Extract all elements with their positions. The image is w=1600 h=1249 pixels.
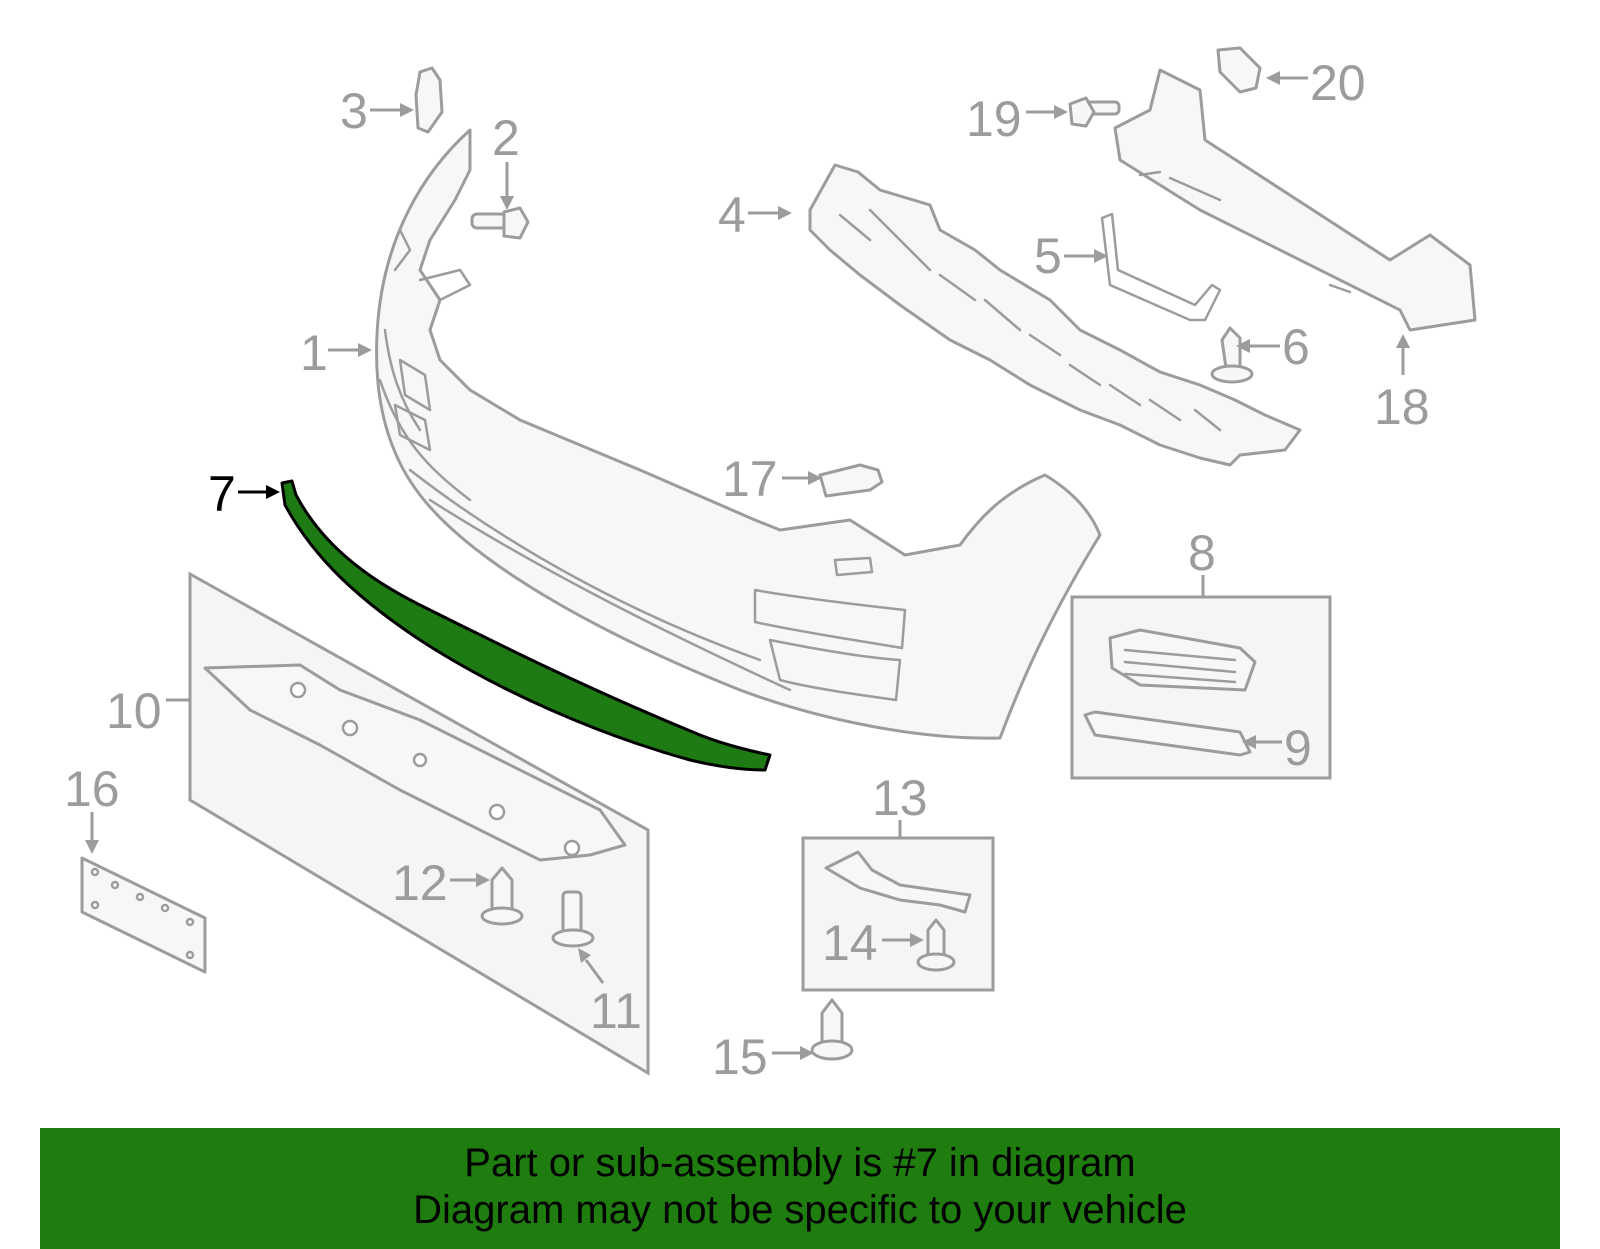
callout-11: 11 <box>590 983 642 1039</box>
callout-6: 6 <box>1282 319 1310 375</box>
info-banner: Part or sub-assembly is #7 in diagram Di… <box>40 1128 1560 1249</box>
banner-line-1: Part or sub-assembly is #7 in diagram <box>464 1141 1136 1185</box>
part-1-bumper-cover <box>375 128 1102 740</box>
part-17-cap <box>818 463 884 498</box>
callout-8: 8 <box>1188 525 1216 581</box>
part-16-plate-bracket <box>80 856 207 974</box>
part-4-absorber <box>808 163 1302 467</box>
callout-5: 5 <box>1034 228 1062 284</box>
callout-16: 16 <box>64 761 120 817</box>
part-5-bracket <box>1100 212 1222 322</box>
callout-18: 18 <box>1374 379 1430 435</box>
part-13-14-box <box>801 836 995 992</box>
callout-15: 15 <box>712 1029 768 1085</box>
callout-10: 10 <box>106 683 162 739</box>
part-11-pin <box>551 890 595 948</box>
callout-9: 9 <box>1284 720 1312 776</box>
callouts: 1 2 3 4 5 6 7 8 9 10 11 12 13 14 15 16 1 <box>64 55 1430 1085</box>
callout-12: 12 <box>392 855 448 911</box>
part-15-pin <box>810 998 854 1061</box>
part-19-bolt <box>1068 96 1121 128</box>
callout-3: 3 <box>340 83 368 139</box>
part-20-clip <box>1216 46 1262 94</box>
callout-13: 13 <box>872 770 928 826</box>
part-8-9-box <box>1070 595 1332 780</box>
part-14-pin <box>916 918 956 972</box>
callout-20: 20 <box>1310 55 1366 111</box>
part-2-bolt <box>470 206 530 240</box>
part-6-pin <box>1210 326 1254 384</box>
banner-line-2: Diagram may not be specific to your vehi… <box>413 1188 1187 1232</box>
part-7-lower-trim-highlighted <box>280 479 772 772</box>
callout-19: 19 <box>966 91 1022 147</box>
callout-1: 1 <box>300 325 328 381</box>
callout-7: 7 <box>208 466 236 522</box>
part-3-bracket <box>414 66 444 134</box>
part-10-undertray <box>188 571 650 1076</box>
callout-14: 14 <box>822 915 878 971</box>
callout-4: 4 <box>718 187 746 243</box>
part-18-reinforcement <box>1113 68 1477 332</box>
callout-17: 17 <box>722 451 778 507</box>
callout-2: 2 <box>492 110 520 166</box>
part-12-pin <box>480 866 524 926</box>
